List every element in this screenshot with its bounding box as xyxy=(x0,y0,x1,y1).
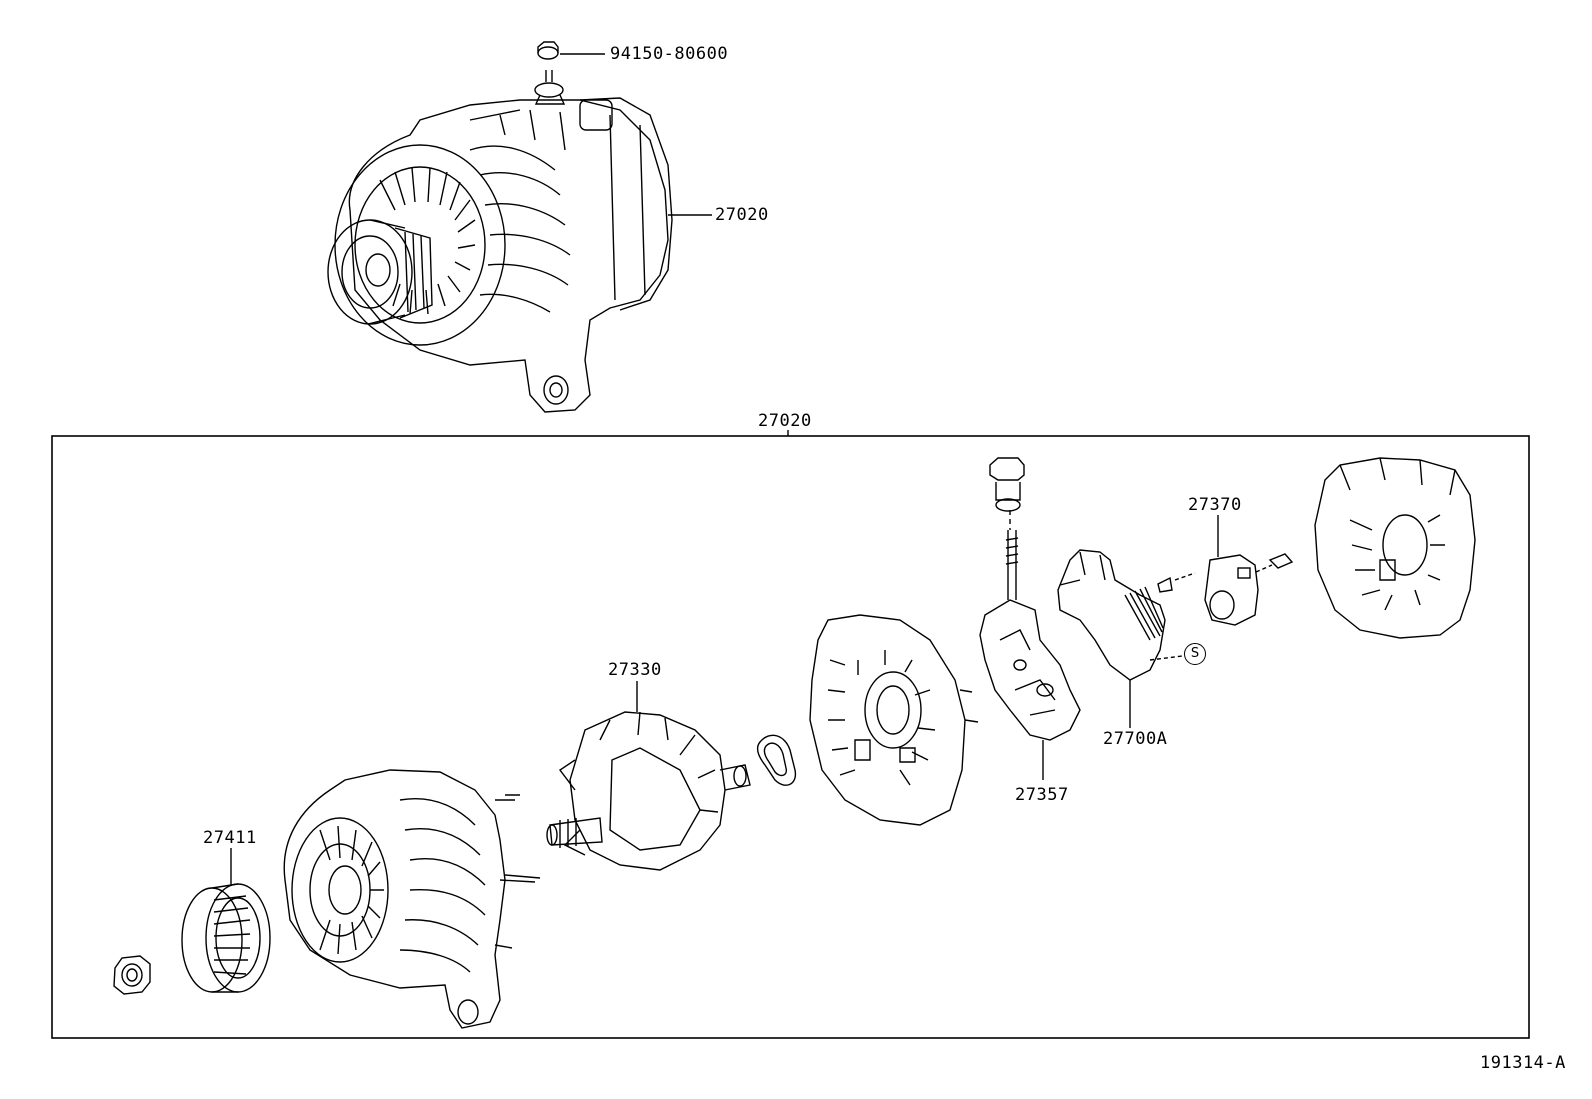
part-label-pulley: 27411 xyxy=(203,828,257,848)
alternator-assembly-drawing xyxy=(327,41,712,413)
rear-housing-drawing xyxy=(809,614,979,826)
exploded-view-frame xyxy=(51,435,1530,1039)
front-housing-drawing xyxy=(283,769,541,1029)
rectifier-drawing xyxy=(979,457,1081,780)
drawing-id: 191314-A xyxy=(1480,1053,1566,1073)
part-label-alternator-box: 27020 xyxy=(758,411,812,431)
s-mark-icon: S xyxy=(1184,643,1206,665)
pulley-drawing xyxy=(181,848,271,993)
regulator-drawing xyxy=(1057,549,1196,728)
seal-ring-drawing xyxy=(756,734,797,786)
top-bolt-drawing xyxy=(534,41,566,105)
part-label-rectifier: 27357 xyxy=(1015,785,1069,805)
part-label-rotor: 27330 xyxy=(608,660,662,680)
rotor-drawing xyxy=(546,681,751,871)
part-label-alternator-top: 27020 xyxy=(715,205,769,225)
pulley-nut-drawing xyxy=(113,955,151,995)
rear-cover-drawing xyxy=(1314,457,1476,639)
brush-holder-drawing xyxy=(1204,515,1294,626)
part-label-bolt: 94150-80600 xyxy=(610,44,729,64)
part-label-regulator: 27700A xyxy=(1103,729,1168,749)
part-label-brush-holder: 27370 xyxy=(1188,495,1242,515)
